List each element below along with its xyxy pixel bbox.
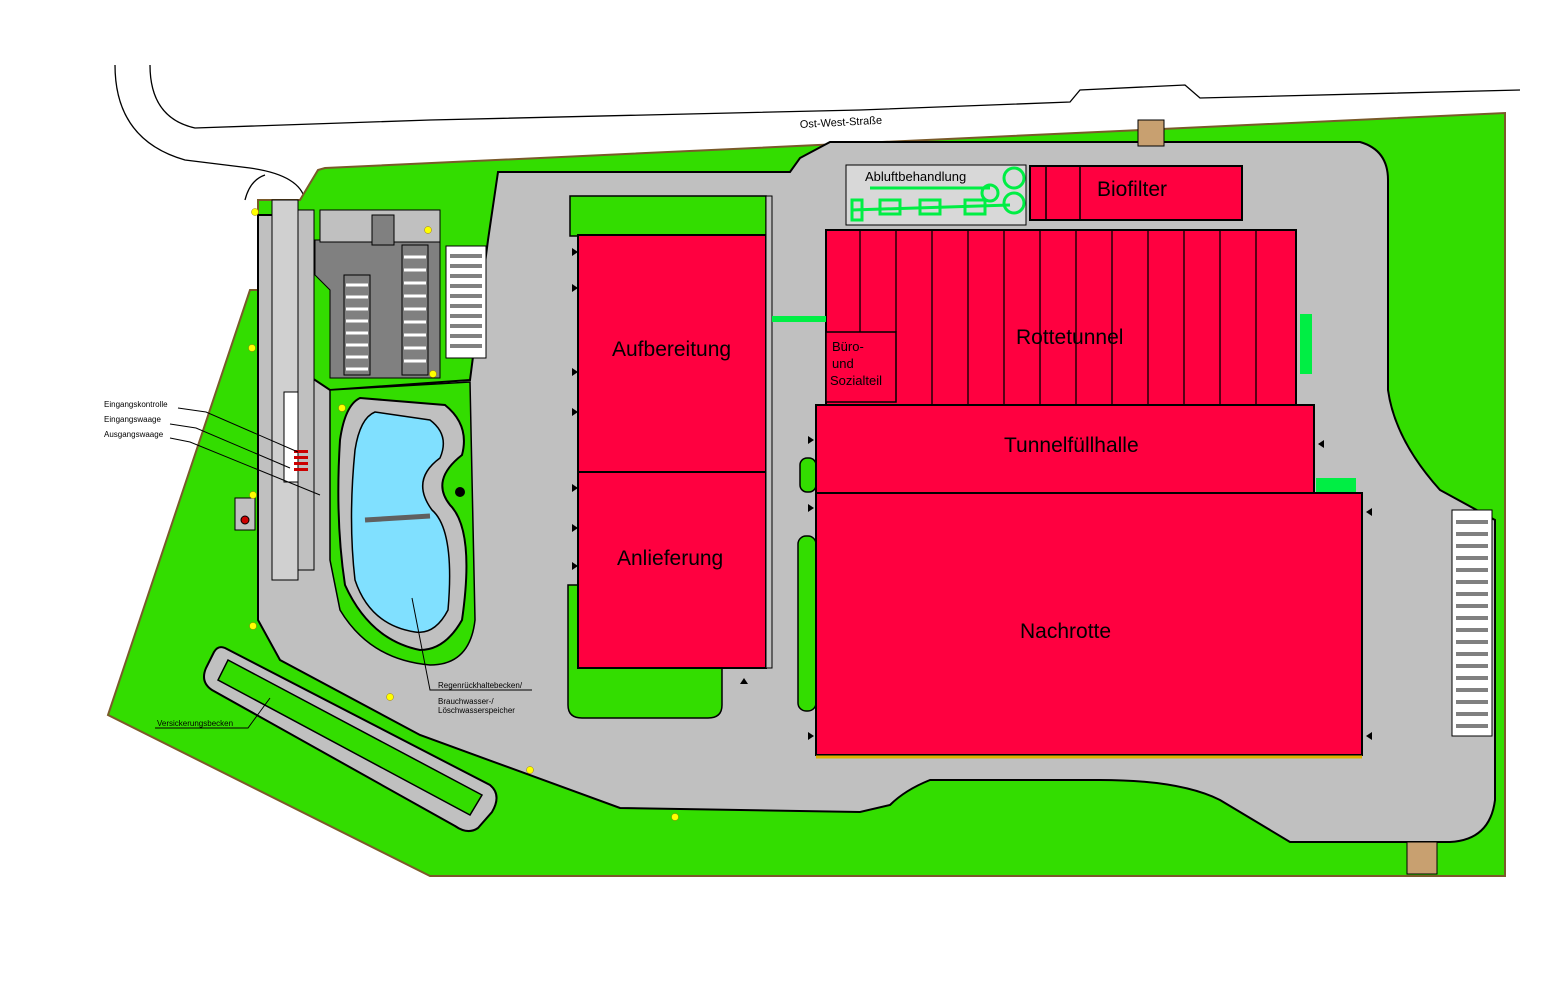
weighbridge <box>283 391 299 483</box>
label-versickerung: Versickerungsbecken <box>157 719 233 728</box>
label-anlieferung: Anlieferung <box>617 547 723 570</box>
gate-bottom <box>1406 841 1438 875</box>
basin-divider <box>364 513 431 523</box>
parking-hatch-left <box>445 245 487 359</box>
gate-top <box>1137 119 1165 147</box>
retention-basin <box>350 411 451 634</box>
building-tunnelfuellhalle <box>815 404 1315 494</box>
infiltration-inner <box>217 658 484 816</box>
label-regen-1: Regenrückhaltebecken/ <box>438 681 523 690</box>
label-tunnelfuellhalle: Tunnelfüllhalle <box>1004 434 1139 457</box>
label-abluft: Abluftbehandlung <box>865 169 966 184</box>
entrance-booth <box>234 497 256 531</box>
site-lights <box>248 208 679 821</box>
entrance-lane <box>271 199 299 581</box>
building-nachrotte <box>815 492 1363 756</box>
label-regen-2: Brauchwasser-/ <box>438 697 494 706</box>
label-regen-3: Löschwasserspeicher <box>438 706 515 715</box>
label-ausgangswaage: Ausgangswaage <box>104 430 164 439</box>
tunnel-dividers <box>859 230 1257 405</box>
scale-marks <box>294 450 308 471</box>
label-buero-3: Sozialteil <box>830 373 882 388</box>
label-eingangswaage: Eingangswaage <box>104 415 161 424</box>
grass-island-top <box>569 195 767 237</box>
parking-strip-left <box>297 209 315 571</box>
building-edge <box>765 195 773 669</box>
label-biofilter: Biofilter <box>1097 178 1167 201</box>
dock-markers <box>572 248 1372 740</box>
building-anlieferung <box>577 471 767 669</box>
leader-lines <box>155 407 532 729</box>
basin-pump <box>455 487 465 497</box>
label-nachrotte: Nachrotte <box>1020 620 1111 643</box>
ramp-hatch-b <box>401 244 429 376</box>
street-name: Ost-West-Straße <box>800 115 883 131</box>
label-buero-2: und <box>832 356 854 371</box>
label-buero-1: Büro- <box>832 339 864 354</box>
exhaust-equipment <box>850 166 1026 222</box>
label-eingangskontrolle: Eingangskontrolle <box>104 400 168 409</box>
building-aufbereitung <box>577 234 767 473</box>
exhaust-ducts <box>772 314 1356 492</box>
booth-dot <box>240 515 250 525</box>
ramp-column <box>371 214 395 246</box>
building-biofilter <box>1029 165 1243 221</box>
label-rottetunnel: Rottetunnel <box>1016 326 1123 349</box>
ramp-hatch-a <box>343 274 371 376</box>
building-buero <box>825 331 897 403</box>
parking-hatch-right <box>1451 509 1493 737</box>
grass-island-small <box>799 457 817 493</box>
grass-island-side <box>797 535 817 712</box>
label-aufbereitung: Aufbereitung <box>612 338 731 361</box>
street-outline <box>114 64 1521 201</box>
